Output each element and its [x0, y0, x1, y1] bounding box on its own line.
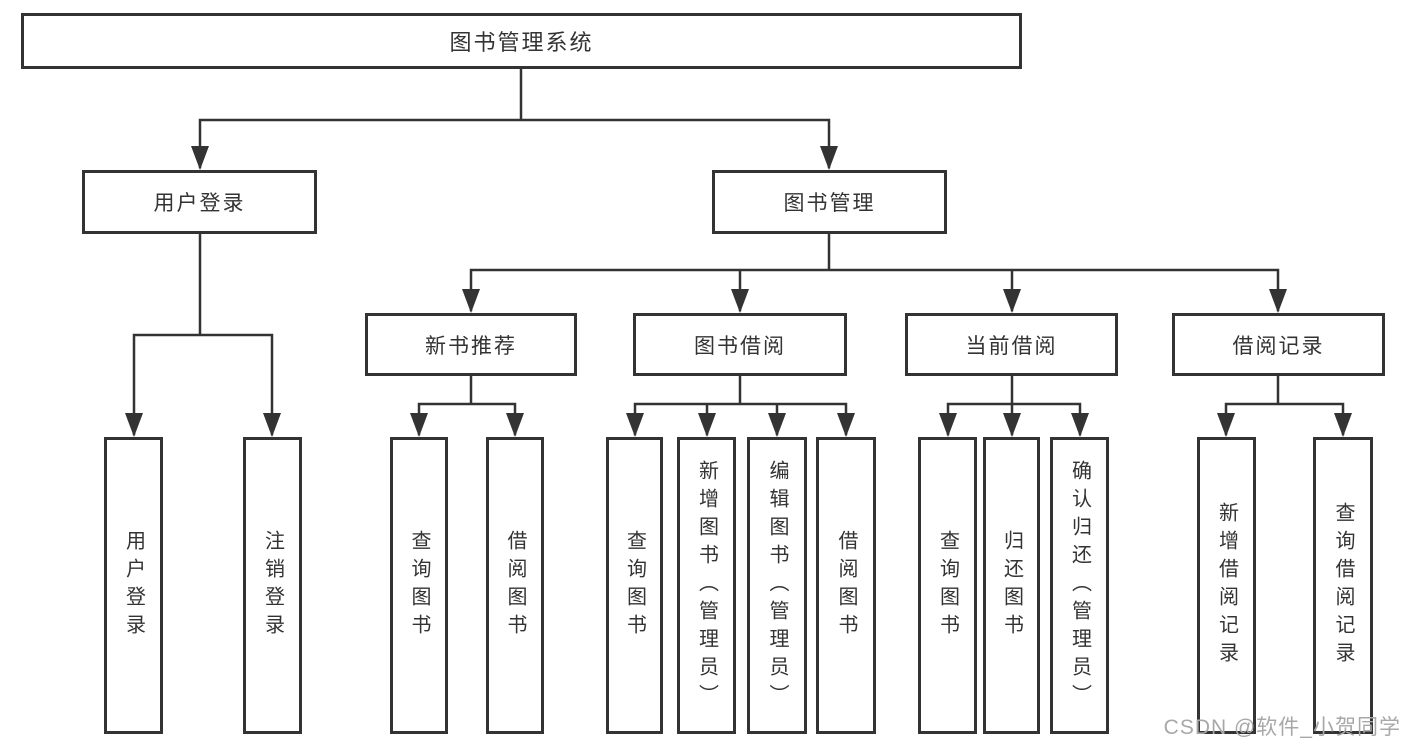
node-new-book-recommendation: 新书推荐: [365, 313, 577, 376]
node-library-management-system: 图书管理系统: [21, 13, 1022, 69]
node-leaf-add-borrow-record: 新增借阅记录: [1197, 437, 1256, 734]
connector-root-lines: [198, 66, 831, 169]
node-leaf-user-login: 用户登录: [104, 437, 163, 734]
node-leaf-logout: 注销登录: [243, 437, 302, 734]
connector-new-book-rec-lines: [417, 372, 517, 436]
connector-current-borrow-arrowheads: [939, 413, 1089, 437]
node-leaf-borrow-book-rec: 借阅图书: [486, 437, 544, 734]
connector-root-arrowheads: [191, 146, 838, 170]
node-leaf-query-borrow-record: 查询借阅记录: [1313, 437, 1373, 734]
node-leaf-borrow-book: 借阅图书: [816, 437, 876, 734]
node-user-login: 用户登录: [82, 170, 317, 234]
node-leaf-add-book-admin: 新增图书（管理员）: [677, 437, 736, 734]
node-book-borrowing: 图书借阅: [633, 313, 847, 376]
node-leaf-query-book-borrow: 查询图书: [606, 437, 663, 734]
node-book-management: 图书管理: [712, 170, 947, 234]
node-current-borrowing: 当前借阅: [905, 313, 1118, 376]
connector-user-login-arrowheads: [125, 413, 281, 437]
connector-user-login-lines: [132, 230, 274, 436]
node-leaf-confirm-return-admin: 确认归还（管理员）: [1050, 437, 1109, 734]
node-leaf-return-book: 归还图书: [983, 437, 1040, 734]
node-borrowing-records: 借阅记录: [1172, 313, 1385, 376]
node-leaf-query-book-rec: 查询图书: [390, 437, 448, 734]
connector-borrow-records-arrowheads: [1217, 413, 1352, 437]
connector-new-book-rec-arrowheads: [410, 413, 524, 437]
connector-book-mgmt-lines: [469, 230, 1280, 312]
csdn-watermark: CSDN @软件_小贺同学: [1163, 716, 1401, 739]
connector-borrow-records-lines: [1224, 372, 1345, 436]
connector-book-borrow-lines: [633, 372, 848, 436]
connector-book-borrow-arrowheads: [626, 413, 855, 437]
node-leaf-query-book-current: 查询图书: [918, 437, 977, 734]
node-leaf-edit-book-admin: 编辑图书（管理员）: [747, 437, 807, 734]
connector-book-mgmt-arrowheads: [462, 289, 1287, 313]
